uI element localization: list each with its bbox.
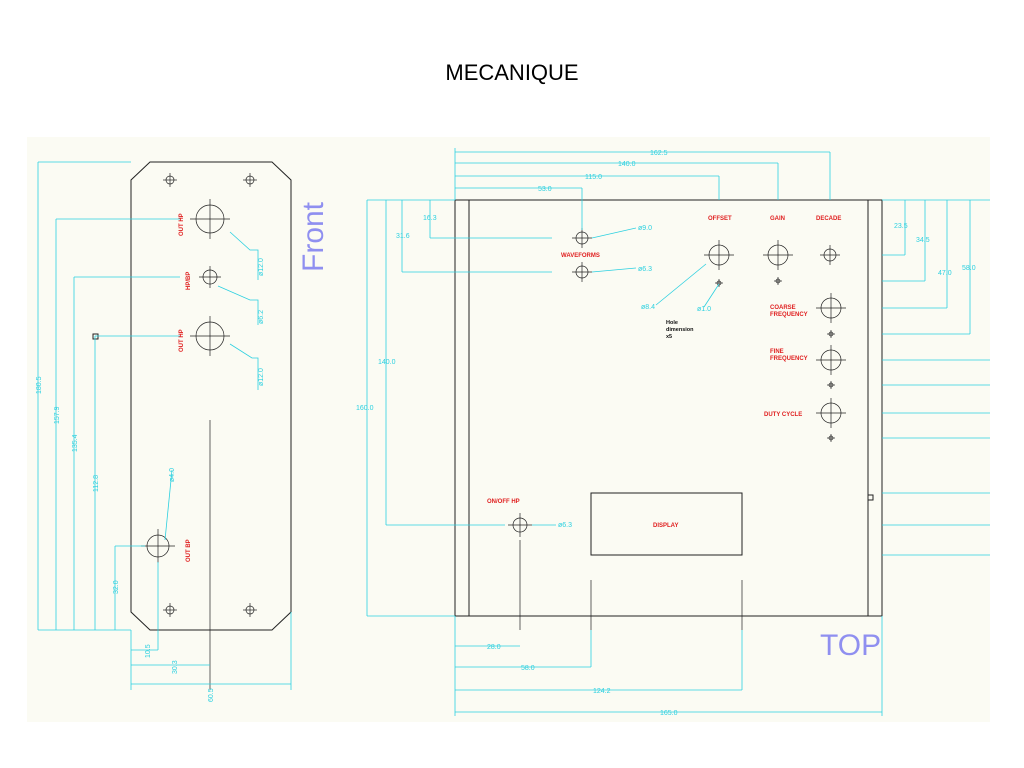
top-dim-r34: 34.5 [916, 237, 930, 244]
top-label-fine-1: FINE [770, 349, 784, 355]
front-label-out-hp-2: OUT HP [179, 329, 185, 352]
top-dim-w162: 162.5 [650, 150, 668, 157]
top-dim-h160: 160.0 [356, 405, 374, 412]
top-dim-r47: 47.0 [938, 270, 952, 277]
front-dim-h-total: 180.5 [36, 376, 43, 394]
top-dimension-lines [366, 148, 990, 716]
top-holes [508, 228, 846, 630]
front-label-hp-bp: HP/BP [186, 272, 192, 290]
top-label-gain: GAIN [770, 216, 785, 222]
top-label-coarse-1: COARSE [770, 305, 796, 311]
top-dim-r23: 23.5 [894, 223, 908, 230]
top-dim-b28: 28.0 [487, 644, 501, 651]
top-dim-w53: 53.0 [538, 186, 552, 193]
front-dim-h2: 157.9 [54, 406, 61, 424]
drawing-background [27, 137, 990, 722]
front-dim-w2: 30.3 [172, 660, 179, 674]
display-window [590, 492, 743, 556]
top-dim-w115: 115.0 [585, 174, 602, 181]
top-dim-d1: ø1.0 [697, 306, 711, 313]
top-dim-d6a: ø6.3 [638, 266, 652, 273]
top-dim-b165: 165.0 [660, 710, 678, 717]
top-label-on-off-hp: ON/OFF HP [487, 499, 520, 505]
top-panel-outline [454, 199, 883, 617]
top-view-label: TOP [820, 629, 881, 662]
top-dim-d9: ø9.0 [638, 225, 652, 232]
top-label-display: DISPLAY [653, 523, 678, 529]
top-dim-h31: 31.6 [396, 233, 410, 240]
top-view: 162.5 140.0 115.0 53.0 16.3 31.6 140.0 1… [356, 148, 990, 717]
front-dim-d3: ø12.0 [258, 368, 265, 386]
front-label-out-hp-1: OUT HP [179, 213, 185, 236]
top-label-decade: DECADE [816, 216, 841, 222]
front-view: OUT HP HP/BP OUT HP OUT BP ø12.0 ø6.2 ø1… [36, 161, 330, 702]
hole-note-line-3: x5 [666, 334, 672, 340]
hole-note-line-2: dimension [666, 327, 694, 333]
top-label-offset: OFFSET [708, 216, 732, 222]
front-view-label: Front [297, 201, 330, 272]
top-label-duty-cycle: DUTY CYCLE [764, 412, 802, 418]
front-dim-d2: ø6.2 [258, 310, 265, 324]
front-dim-d4: ø4.0 [169, 468, 176, 482]
slide-title: MECANIQUE [445, 60, 579, 85]
front-marker [92, 333, 99, 340]
front-dim-w1: 10.5 [145, 644, 152, 658]
front-dimension-lines [37, 161, 292, 690]
hole-note-line-1: Hole [666, 320, 678, 326]
front-screw-holes [163, 173, 257, 617]
top-dim-d6b: ø6.3 [558, 522, 572, 529]
top-dim-w140: 140.0 [618, 161, 636, 168]
front-dim-h3: 135.4 [72, 434, 79, 452]
front-dim-h4: 112.8 [93, 475, 100, 492]
top-dim-h16: 16.3 [423, 215, 437, 222]
top-marker [867, 494, 874, 501]
top-label-waveforms: WAVEFORMS [561, 253, 600, 259]
front-panel-outline [130, 161, 292, 631]
front-connectors [141, 199, 230, 690]
front-dim-d1: ø12.0 [258, 258, 265, 276]
top-label-coarse-2: FREQUENCY [770, 312, 808, 318]
front-dim-w3: 60.5 [208, 688, 215, 702]
front-label-out-bp: OUT BP [186, 539, 192, 562]
front-dim-h5: 32.0 [113, 580, 120, 594]
top-dim-h140: 140.0 [378, 359, 396, 366]
top-dim-r58: 58.0 [962, 265, 976, 272]
top-dim-d8: ø8.4 [641, 304, 655, 311]
top-dim-b124: 124.2 [593, 688, 611, 695]
top-label-fine-2: FREQUENCY [770, 356, 808, 362]
top-dim-b58: 58.0 [521, 665, 535, 672]
